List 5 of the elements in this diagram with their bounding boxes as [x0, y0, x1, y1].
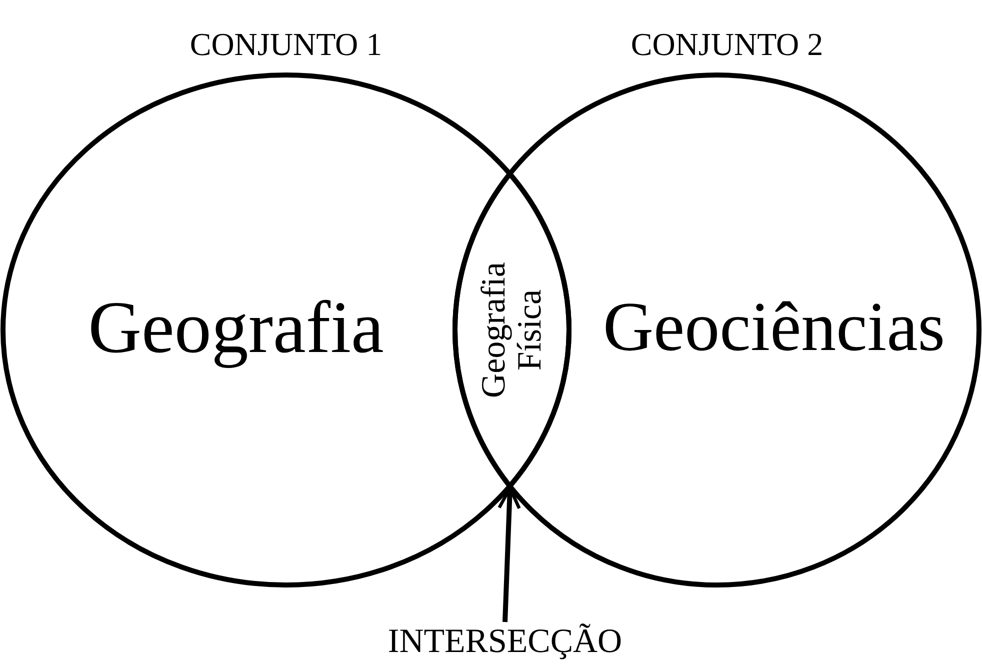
intersection-caption: INTERSECÇÃO	[380, 622, 630, 662]
intersection-label: Geografia Física	[476, 261, 548, 400]
set-heading: CONJUNTO 2	[630, 28, 824, 60]
set-label: Geociências	[602, 293, 946, 363]
set-heading: CONJUNTO 1	[190, 28, 382, 60]
